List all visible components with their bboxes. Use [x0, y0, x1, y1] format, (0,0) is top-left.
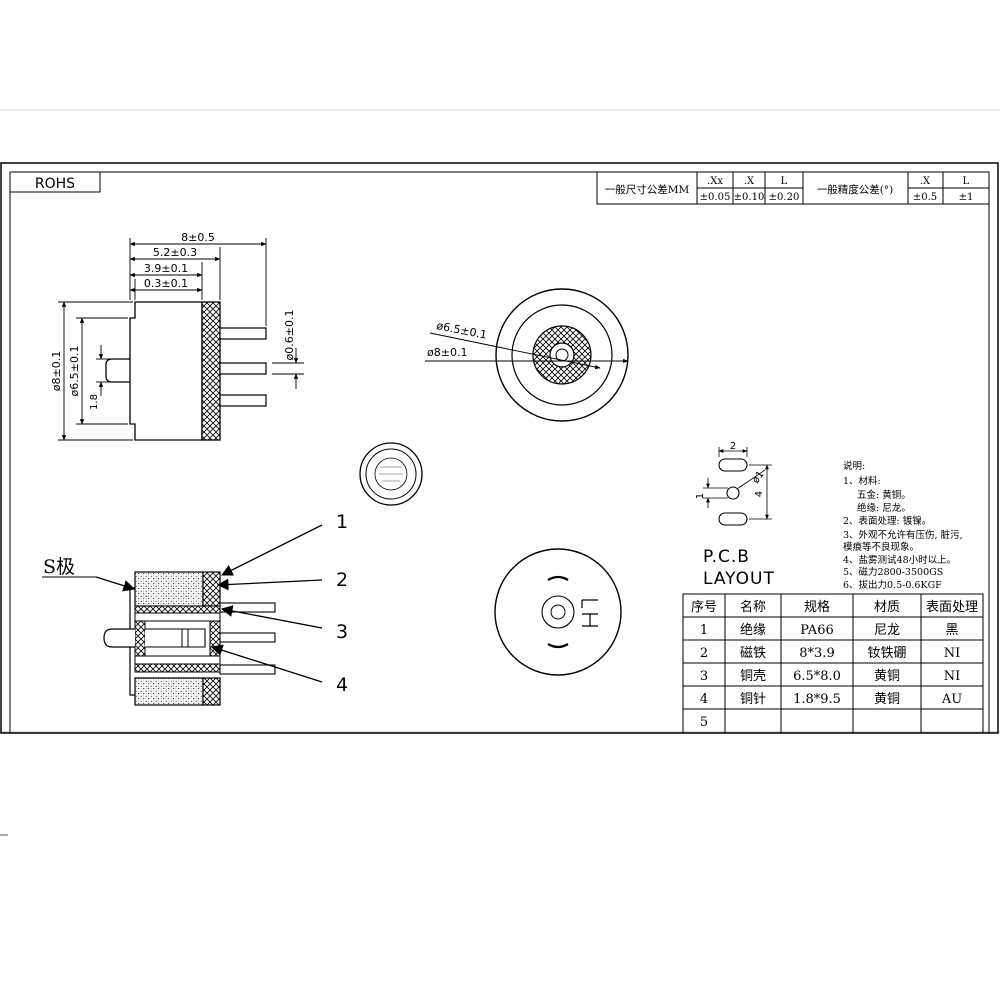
bom-cell-spec: 1.8*9.5 — [793, 692, 841, 707]
magnet-top — [134, 571, 204, 607]
callout-3: 3 — [336, 621, 348, 643]
bom-rows: 1 绝缘 PA66 尼龙 黑 2 磁铁 8*3.9 钕铁硼 NI 3 铜壳 6.5*8.0 黄铜 NI 4 铜针… — [700, 622, 962, 730]
note-line-8: 5、磁力2800-3500GS — [843, 566, 943, 578]
bom-cell-name: 绝缘 — [740, 622, 766, 638]
angle-header-x: .X — [920, 176, 931, 187]
tolerance-value-l: ±0.20 — [769, 192, 800, 203]
dim-body-diameter: ø8±0.1 — [50, 351, 63, 391]
bom-cell-name: 磁铁 — [740, 646, 766, 661]
product-face-view — [359, 442, 423, 506]
insulation-ring — [201, 301, 221, 441]
bom-header-spec: 规格 — [804, 599, 830, 615]
angle-header-l: L — [963, 176, 970, 187]
pogo-tip — [105, 358, 130, 383]
tolerance-header-l: L — [781, 176, 788, 187]
bom-cell-finish: 黑 — [945, 623, 958, 638]
pcb-dim-hole: ø1 — [750, 469, 766, 486]
tolerance-header-x: .X — [744, 176, 755, 187]
inner-frame — [9, 171, 990, 734]
bom-cell-name: 铜针 — [740, 692, 766, 707]
bom-cell-no: 5 — [700, 715, 708, 730]
note-line-3: 绝缘: 尼龙。 — [857, 502, 911, 514]
top-dim-body: ø8±0.1 — [427, 346, 467, 359]
top-dim-shell: ø6.5±0.1 — [435, 319, 487, 341]
rohs-label: ROHS — [35, 176, 75, 192]
dim-tip-offset: 0.3±0.1 — [144, 277, 188, 290]
pin-top — [219, 327, 267, 340]
tolerance-general-label: 一般尺寸公差MM — [605, 183, 690, 196]
note-line-6: 模痕等不良现象。 — [843, 541, 919, 553]
dim-shell-length: 3.9±0.1 — [144, 262, 188, 275]
bom-cell-no: 4 — [700, 692, 708, 707]
bom-cell-material: 黄铜 — [874, 669, 900, 684]
note-line-1: 1、材料: — [843, 475, 881, 487]
mark-l — [581, 599, 598, 608]
s-pole-label: S极 — [43, 556, 75, 578]
pcb-footprint: 2 1 4 ø1 P.C.B LAYOUT — [695, 441, 775, 589]
pcb-title-line1: P.C.B — [703, 547, 750, 567]
bom-header-material: 材质 — [874, 600, 900, 615]
callout-2: 2 — [336, 569, 348, 591]
bom-cell-no: 1 — [700, 623, 708, 638]
callout-4: 4 — [336, 674, 348, 696]
bom-cell-material: 尼龙 — [874, 623, 900, 638]
mark-h — [582, 613, 598, 627]
pad-bottom — [718, 512, 748, 526]
magnet-bottom — [134, 677, 204, 706]
bom-cell-spec: 8*3.9 — [799, 646, 834, 661]
tolerance-angle-label: 一般精度公差(°) — [817, 183, 893, 196]
dim-shell-diameter: ø6.5±0.1 — [68, 346, 81, 397]
pin-middle — [219, 362, 267, 375]
pcb-title-line2: LAYOUT — [703, 569, 775, 589]
note-line-9: 6、拔出力0.5-0.6KGF — [843, 579, 942, 591]
bom-cell-finish: NI — [944, 646, 961, 661]
pcb-dim-span: 4 — [754, 491, 765, 497]
note-line-7: 4、盐雾测试48小时以上。 — [843, 554, 956, 566]
pin-bottom — [219, 394, 267, 407]
top-view: ø6.5±0.1 ø8±0.1 — [425, 288, 629, 422]
dim-pin-diameter: ø0.6±0.1 — [283, 310, 296, 361]
tolerance-header-xx: .Xx — [707, 176, 723, 187]
bom-cell-spec: PA66 — [800, 623, 833, 638]
bom-header-finish: 表面处理 — [926, 600, 978, 615]
bom-cell-spec: 6.5*8.0 — [793, 669, 841, 684]
bom-cell-no: 3 — [700, 669, 708, 684]
angle-value-l: ±1 — [959, 192, 974, 203]
side-view: 8±0.5 5.2±0.3 3.9±0.1 0.3±0.1 ø8±0.1 ø6.… — [50, 231, 304, 441]
note-line-4: 2、表面处理: 镀镍。 — [843, 515, 931, 527]
angle-value-x: ±0.5 — [913, 192, 937, 203]
tolerance-value-xx: ±0.05 — [700, 192, 731, 203]
note-line-2: 五金: 黄铜。 — [857, 489, 911, 501]
bottom-face-view — [494, 548, 622, 676]
callout-1: 1 — [336, 511, 348, 533]
bom-header-no: 序号 — [691, 600, 717, 615]
bom-cell-no: 2 — [700, 646, 708, 661]
pcb-dim-center: 1 — [695, 493, 706, 499]
tolerance-table: 一般尺寸公差MM .Xx .X L ±0.05 ±0.10 ±0.20 一般精度… — [596, 171, 990, 205]
note-line-5: 3、外观不允许有压伤, 脏污, — [843, 529, 963, 541]
pcb-dim-pad-width: 2 — [730, 441, 736, 452]
pad-top — [718, 458, 748, 472]
dim-overall-length: 8±0.5 — [181, 231, 215, 244]
bom-table: 序号 名称 规格 材质 表面处理 1 绝缘 PA66 尼龙 黑 2 磁铁 8*3.9 钕铁硼 NI… — [682, 593, 984, 734]
notes-title: 说明: — [843, 460, 865, 472]
notes-block: 说明: 1、材料: 五金: 黄铜。 绝缘: 尼龙。 2、表面处理: 镀镍。 3、… — [843, 460, 963, 591]
bom-cell-finish: NI — [944, 669, 961, 684]
bom-cell-material: 钕铁硼 — [867, 645, 906, 661]
bom-cell-name: 铜壳 — [740, 669, 766, 684]
bom-cell-material: 黄铜 — [874, 692, 900, 707]
rohs-box: ROHS — [9, 171, 101, 193]
bom-cell-finish: AU — [941, 692, 962, 707]
bom-header-name: 名称 — [740, 599, 766, 615]
section-view: S极 1 2 3 4 — [42, 511, 348, 706]
dim-body-length: 5.2±0.3 — [153, 246, 197, 259]
pad-center — [726, 486, 740, 500]
tolerance-value-x: ±0.10 — [734, 192, 765, 203]
dim-tip-diameter: 1.8 — [89, 394, 100, 410]
